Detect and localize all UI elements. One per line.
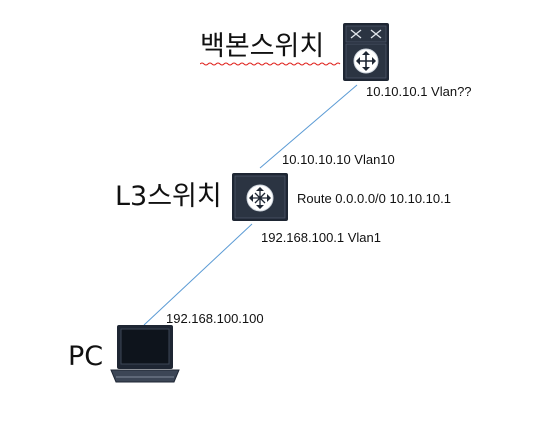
spellcheck-underline — [200, 62, 341, 66]
pc-name: PC — [68, 341, 104, 372]
multilayer-switch-icon — [343, 23, 389, 81]
l3-switch-uplink-ip: 10.10.10.10 Vlan10 — [282, 152, 395, 167]
link-backbone-to-l3 — [259, 84, 358, 169]
backbone-switch-ip: 10.10.10.1 Vlan?? — [366, 84, 472, 99]
link-l3-to-pc — [143, 223, 253, 326]
backbone-switch-name: 백본스위치 — [200, 31, 325, 62]
l3-switch-route: Route 0.0.0.0/0 10.10.10.1 — [297, 191, 451, 206]
layer3-switch-icon — [232, 173, 288, 221]
laptop-icon — [110, 325, 180, 383]
pc-ip: 192.168.100.100 — [166, 311, 264, 326]
l3-switch-name: L3스위치 — [115, 181, 222, 212]
l3-switch-downlink-ip: 192.168.100.1 Vlan1 — [261, 230, 381, 245]
